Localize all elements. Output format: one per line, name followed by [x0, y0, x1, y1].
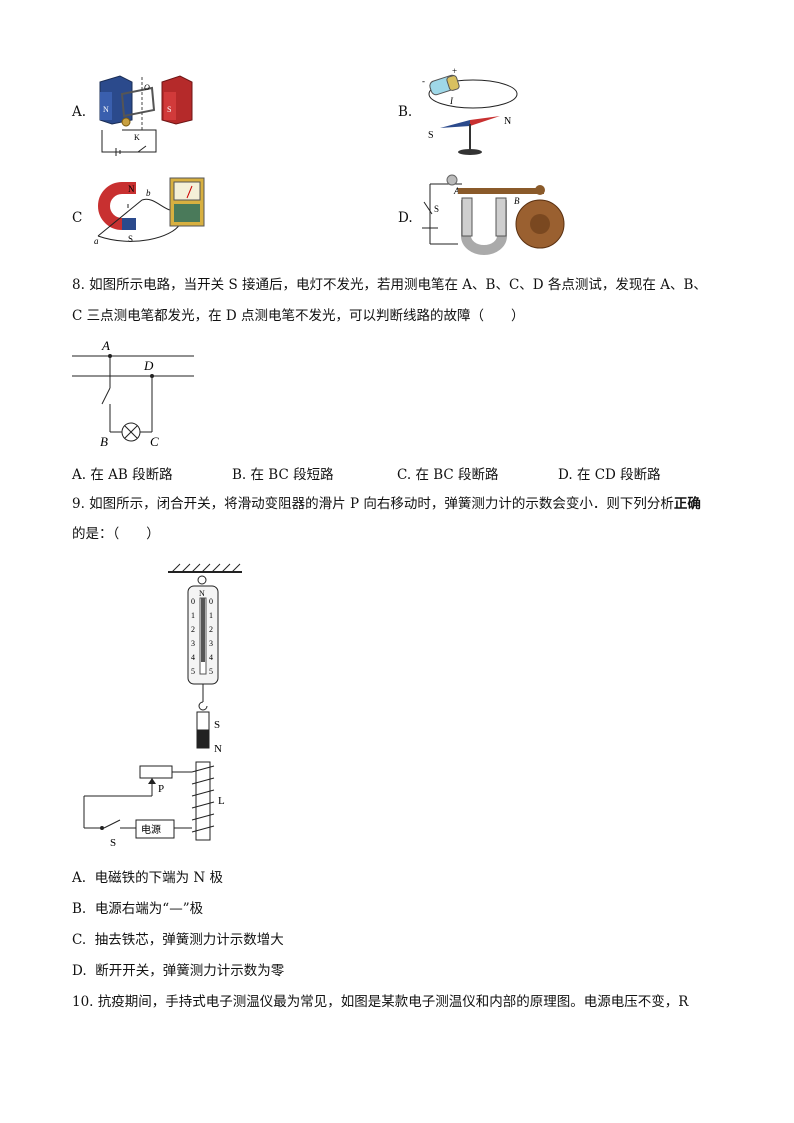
- q9-option-a[interactable]: A. 电磁铁的下端为 N 极: [72, 868, 223, 888]
- q9-tick-r3: 3: [209, 639, 213, 648]
- q7-option-c-label: C: [72, 210, 83, 226]
- q9-option-c-letter: C.: [72, 932, 87, 948]
- q8-circuit-figure: A D B C: [72, 338, 194, 449]
- q7b-s: S: [428, 130, 434, 141]
- q9-slider-p: P: [158, 783, 164, 795]
- q7b-minus: -: [422, 76, 425, 86]
- q8-option-b[interactable]: B. 在 BC 段短路: [232, 463, 334, 483]
- q9-question-line1: 9. 如图所示，闭合开关，将滑动变阻器的滑片 P 向右移动时，弹簧测力计的示数会…: [72, 494, 701, 514]
- q7c-n: N: [128, 184, 135, 194]
- q8-question-line2: C 三点测电笔都发光，在 D 点测电笔不发光，可以判断线路的故障（ ）: [72, 308, 525, 324]
- q7-option-a-label: A.: [72, 104, 87, 120]
- q9-question-line2: 的是：（ ）: [72, 526, 160, 542]
- q7d-a: A: [453, 186, 460, 196]
- q9-tick-l0: 0: [191, 597, 195, 606]
- q9-tick-l3: 3: [191, 639, 195, 648]
- q9-tick-r2: 2: [209, 625, 213, 634]
- q7c-b: b: [146, 188, 151, 198]
- q9-magnet-n: N: [214, 743, 222, 755]
- q7b-plus: +: [452, 66, 457, 76]
- q7c-a: a: [94, 236, 99, 246]
- q7b-n: N: [504, 116, 511, 127]
- q9-option-d-text: 断开开关，弹簧测力计示数为零: [95, 963, 285, 979]
- q7a-o-label: O: [144, 83, 150, 92]
- q9-magnet-s: S: [214, 719, 220, 731]
- q7-option-c-figure: N S a b: [94, 177, 205, 246]
- q7a-s-label: S: [167, 105, 171, 114]
- q9-option-a-letter: A.: [72, 870, 87, 886]
- q8-point-b: B: [100, 434, 108, 449]
- q8-option-a-letter: A.: [72, 467, 87, 483]
- q10-question-line1: 10. 抗疫期间，手持式电子测温仪最为常见，如图是某款电子测温仪和内部的原理图。…: [72, 994, 689, 1010]
- q9-option-b-letter: B.: [72, 901, 87, 917]
- q7a-n-label: N: [103, 105, 109, 114]
- q9-switch-s: S: [110, 837, 116, 849]
- q8-option-c-text: 在 BC 段断路: [415, 467, 499, 483]
- q8-option-a[interactable]: A. 在 AB 段断路: [72, 463, 173, 483]
- q8-option-c[interactable]: C. 在 BC 段断路: [397, 463, 499, 483]
- q9-tick-l4: 4: [191, 653, 195, 662]
- q9-option-a-text: 电磁铁的下端为 N 极: [94, 870, 224, 886]
- q8-question-line1: 8. 如图所示电路，当开关 S 接通后，电灯不发光，若用测电笔在 A、B、C、D…: [72, 277, 707, 293]
- q7c-s: S: [128, 234, 133, 244]
- q8-point-c: C: [150, 434, 159, 449]
- q7-option-b-label: B.: [398, 104, 413, 120]
- q7d-s: S: [434, 204, 439, 214]
- q9-coil-l: L: [218, 795, 225, 807]
- q9-option-d-letter: D.: [72, 963, 87, 979]
- q7-option-d-figure: S A B: [422, 174, 565, 255]
- q9-option-b[interactable]: B. 电源右端为“—”极: [72, 899, 203, 919]
- q9-power-label: 电源: [141, 823, 161, 836]
- q9-tick-l5: 5: [191, 667, 195, 676]
- q8-option-d-letter: D.: [558, 467, 573, 483]
- q8-option-a-text: 在 AB 段断路: [90, 467, 173, 483]
- q9-option-c-text: 抽去铁芯，弹簧测力计示数增大: [94, 932, 284, 948]
- q7b-i: I: [449, 96, 454, 106]
- q8-option-c-letter: C.: [397, 467, 412, 483]
- q8-point-d: D: [143, 358, 154, 373]
- q9-question-emphasis: 正确: [673, 496, 701, 512]
- q8-option-b-text: 在 BC 段短路: [250, 467, 334, 483]
- q9-tick-r0: 0: [209, 597, 213, 606]
- q8-option-d[interactable]: D. 在 CD 段断路: [558, 463, 661, 483]
- q7-option-d-label: D.: [398, 210, 413, 226]
- q8-option-b-letter: B.: [232, 467, 247, 483]
- q7d-b: B: [514, 196, 520, 206]
- q9-tick-r1: 1: [209, 611, 213, 620]
- q9-tick-l2: 2: [191, 625, 195, 634]
- q8-option-d-text: 在 CD 段断路: [576, 467, 661, 483]
- q9-scale-n: N: [199, 589, 205, 598]
- q9-tick-r5: 5: [209, 667, 213, 676]
- q9-tick-l1: 1: [191, 611, 195, 620]
- q7-option-b-figure: + - I S N: [422, 66, 518, 155]
- q9-option-b-text: 电源右端为“—”极: [94, 901, 204, 917]
- q9-option-d[interactable]: D. 断开开关，弹簧测力计示数为零: [72, 961, 284, 981]
- q7-option-a-figure: N S O K: [99, 75, 193, 156]
- q9-question-line1-text: 9. 如图所示，闭合开关，将滑动变阻器的滑片 P 向右移动时，弹簧测力计的示数会…: [72, 496, 674, 512]
- q7a-k-label: K: [134, 133, 140, 142]
- q9-tick-r4: 4: [209, 653, 213, 662]
- q9-option-c[interactable]: C. 抽去铁芯，弹簧测力计示数增大: [72, 930, 284, 950]
- q9-spring-scale-figure: N 0 0 1 1 2 2 3 3 4 4 5 5 S N L P S 电源: [83, 563, 242, 849]
- q8-point-a: A: [101, 338, 110, 353]
